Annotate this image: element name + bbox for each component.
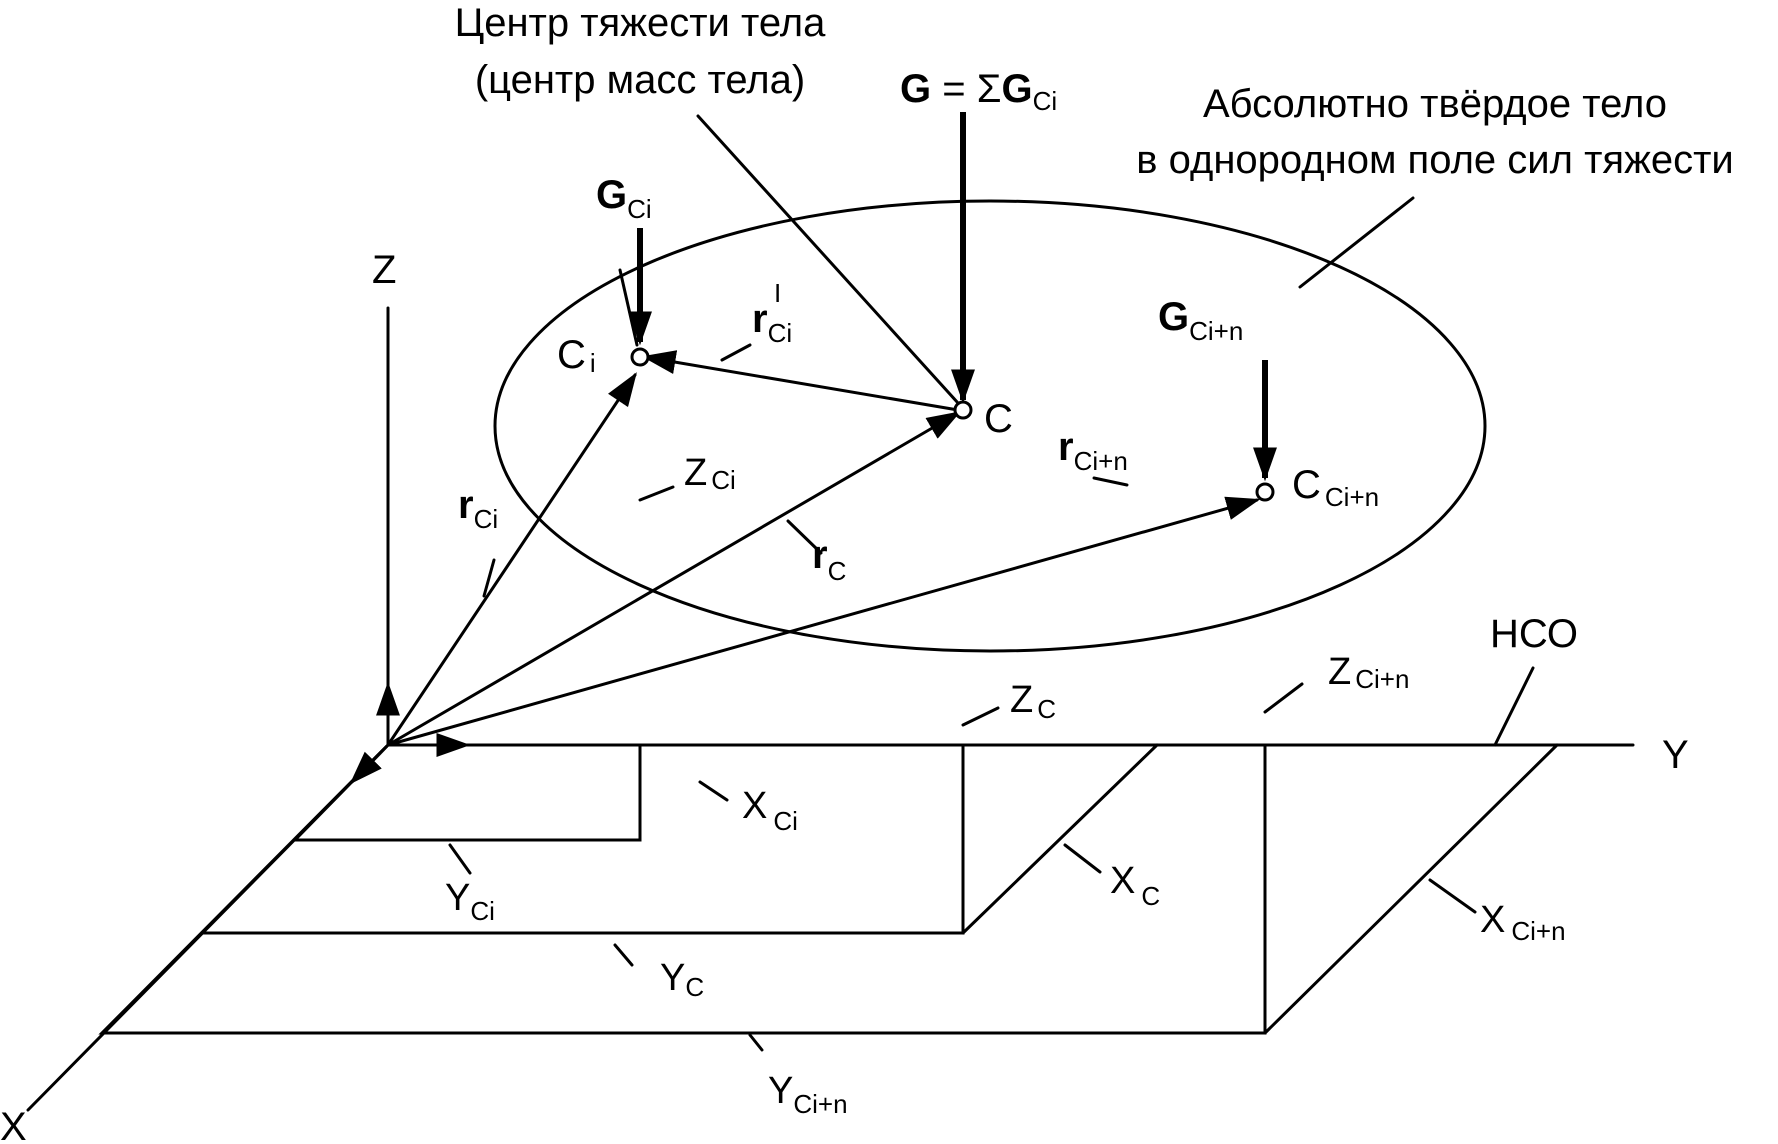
frame-label: НСО [1490, 612, 1578, 656]
vector-r-ci-n [386, 496, 1261, 747]
y-c-label: YC [660, 957, 704, 1002]
force-total-label: G = ΣGCi [900, 67, 1057, 116]
force-g-ci-n-label: GCi+n [1158, 295, 1243, 346]
vector-r-c-label: rC [812, 533, 846, 586]
y-ci-label: YCi [445, 877, 495, 926]
vector-r-ci-prime-sup: I [774, 278, 781, 308]
rigid-body-ellipse [493, 199, 1487, 653]
point-ci [630, 347, 650, 367]
vector-r-ci-label: rCi [458, 483, 498, 534]
vector-r-ci-prime [641, 350, 960, 412]
point-c-label: C [984, 397, 1013, 441]
point-c [953, 400, 973, 420]
y-ci-n-label: YCi+n [768, 1070, 848, 1119]
center-title-line1: Центр тяжести тела [455, 1, 826, 45]
point-ci-n [1255, 482, 1275, 502]
projection-cin [98, 743, 1559, 1035]
vector-r-c [386, 411, 961, 747]
body-title-line1: Абсолютно твёрдое тело [1203, 82, 1667, 126]
axis-y-label: Y [1662, 733, 1689, 777]
axis-z-label: Z [372, 248, 396, 292]
axis-x-label: X [0, 1105, 27, 1144]
vector-r-ci-prime-label: rCi [752, 297, 792, 348]
force-g-ci-label: GCi [596, 173, 652, 224]
center-title-line2: (центр масс тела) [475, 58, 805, 102]
body-title-line2: в однородном поле сил тяжести [1136, 138, 1733, 182]
vector-r-ci-n-label: rCi+n [1058, 425, 1128, 476]
vector-r-ci [386, 372, 637, 747]
leader-lines [448, 114, 1535, 1052]
projection-ci [291, 743, 642, 842]
